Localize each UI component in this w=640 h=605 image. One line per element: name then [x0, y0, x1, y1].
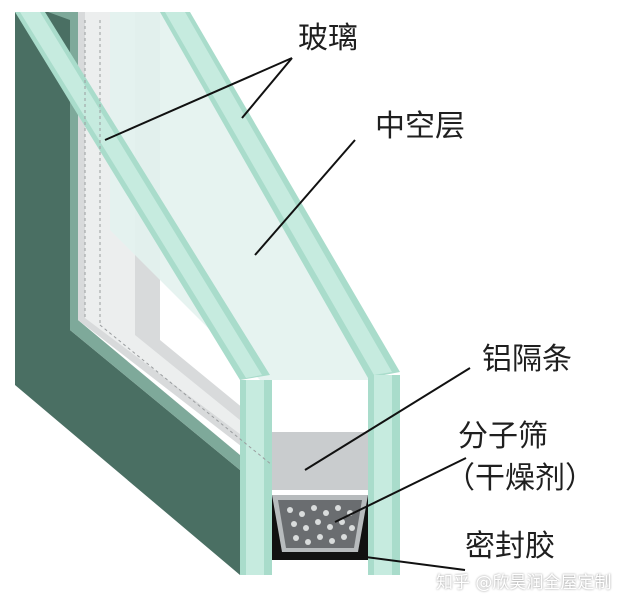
- leader-lines: [104, 57, 471, 571]
- back-glass-end-light: [246, 380, 264, 575]
- watermark: 知乎 @欣昊润全屋定制: [436, 573, 612, 593]
- sieve-dots: [287, 505, 355, 545]
- leader-sealant: [349, 554, 466, 571]
- leader-spacer: [304, 367, 471, 471]
- frame-back: [15, 12, 240, 575]
- label-glass: 玻璃: [298, 21, 358, 56]
- air-gap-face: [110, 12, 368, 380]
- label-air-gap: 中空层: [375, 109, 465, 144]
- leader-glass-front: [241, 57, 293, 119]
- label-molecular-sieve: 分子筛: [458, 419, 548, 454]
- leader-glass-back: [104, 57, 293, 141]
- front-glass-end-light: [374, 375, 392, 575]
- label-desiccant: （干燥剂）: [445, 461, 595, 496]
- frame-inner-shade: [48, 12, 240, 470]
- back-glass-edge-light: [20, 12, 262, 378]
- label-sealant: 密封胶: [465, 529, 555, 564]
- leader-air-gap: [254, 139, 356, 256]
- leader-sieve: [334, 457, 467, 523]
- label-aluminum-spacer: 铝隔条: [482, 342, 572, 377]
- front-glass-edge-light: [165, 12, 392, 375]
- spacer-dashed-line-3: [99, 324, 273, 466]
